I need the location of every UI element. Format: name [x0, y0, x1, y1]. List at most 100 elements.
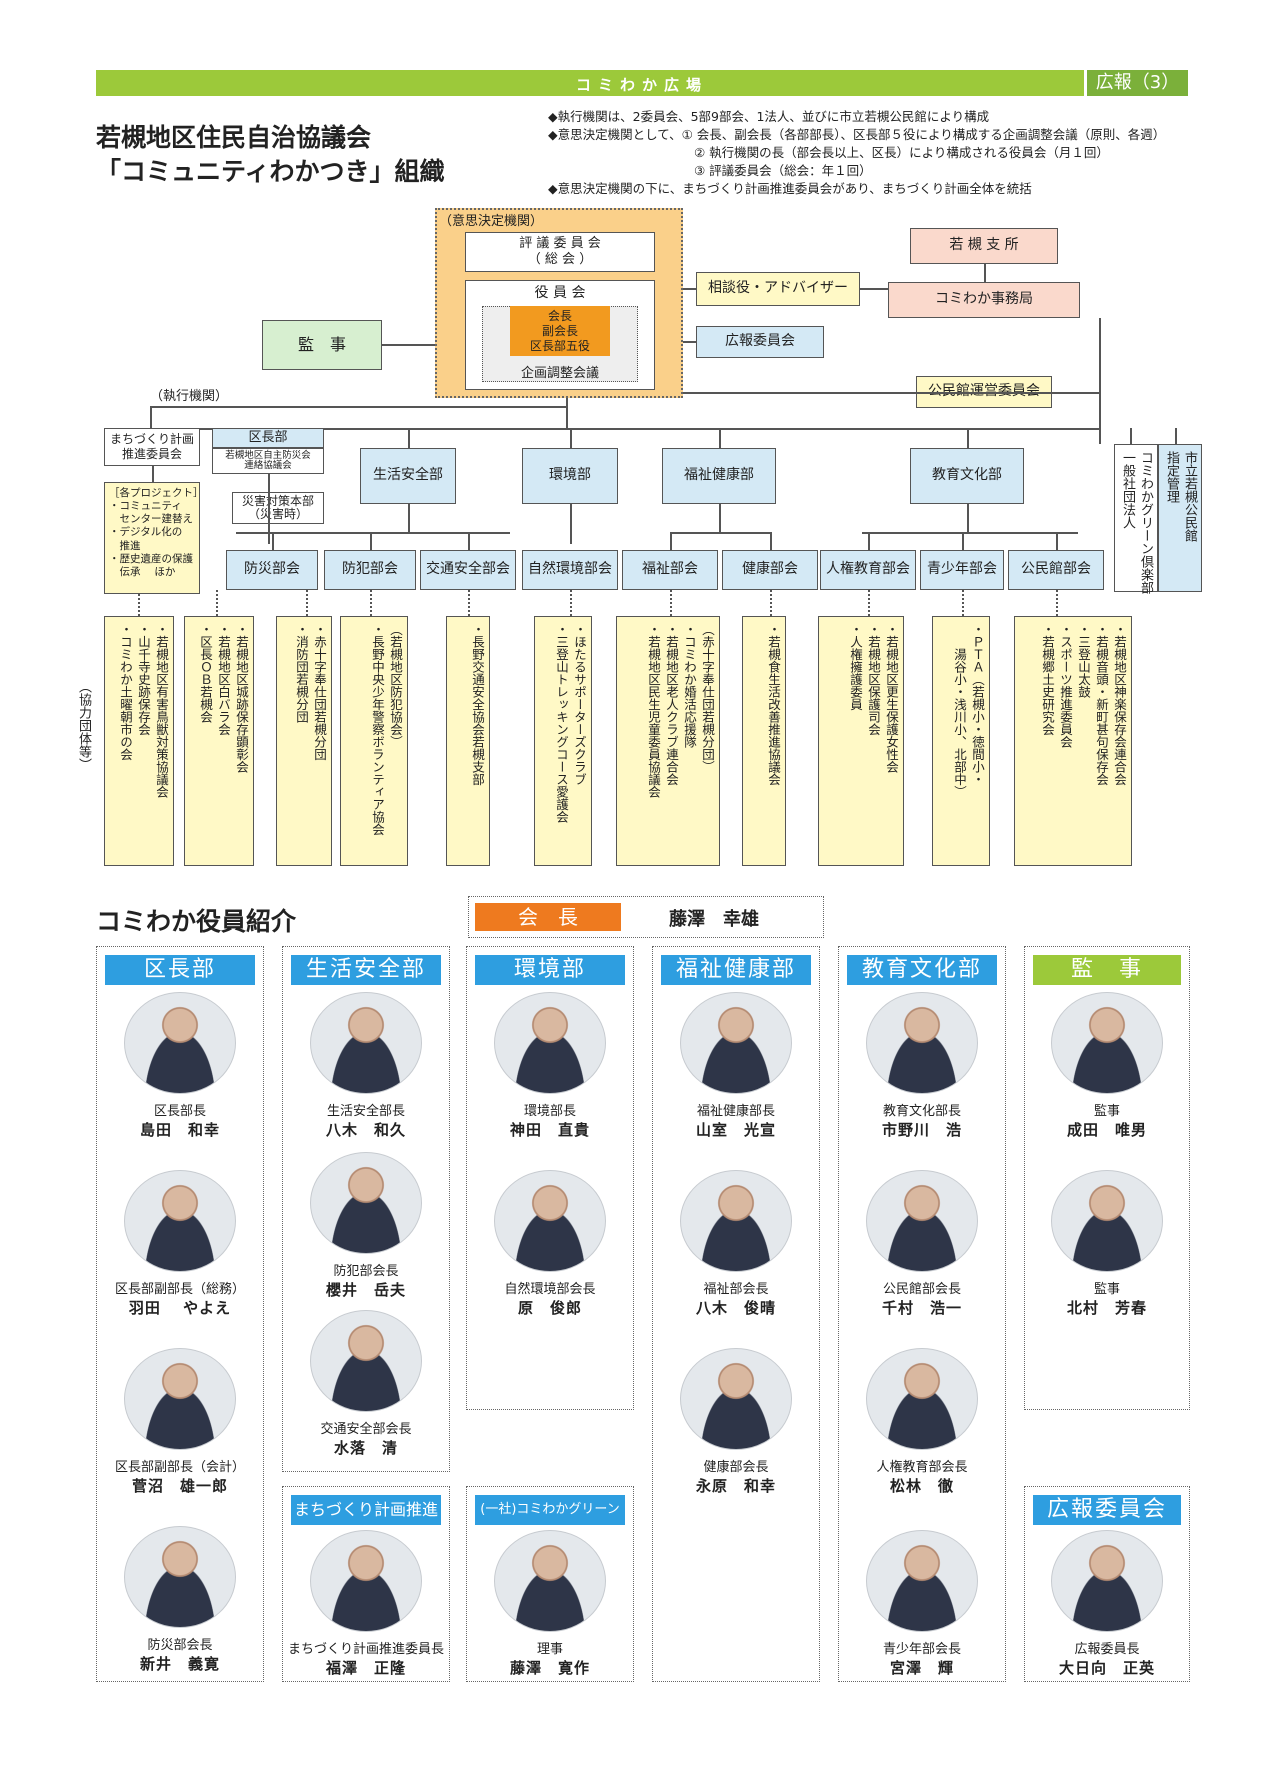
board-label: 役 員 会	[534, 285, 586, 301]
officer-role: 福祉部会長	[703, 1282, 769, 1297]
officer-card: 区長部副部長（会計）菅沼 雄一郎	[80, 1348, 280, 1496]
line-decision-down	[566, 398, 568, 428]
line-sub-a2	[408, 504, 410, 532]
line-s8	[962, 532, 964, 550]
line-s6	[770, 532, 772, 550]
header-band: コミわか広場 広報（3）	[96, 70, 1188, 96]
portrait-photo	[124, 1526, 236, 1628]
line-kominkan	[683, 392, 1099, 394]
officer-name: 福澤 正隆	[325, 1659, 406, 1677]
officer-name: 山室 光宣	[695, 1121, 776, 1139]
portrait-photo	[866, 1170, 978, 1272]
portrait-photo	[680, 992, 792, 1094]
officer-role: 広報委員長	[1074, 1642, 1140, 1657]
line-d1	[408, 428, 410, 448]
bosai-council-box: 若槻地区自主防災会 連絡協議会	[212, 448, 324, 474]
kucho-box: 区長部	[212, 428, 324, 448]
line-branch	[984, 264, 986, 282]
line-exec-h	[150, 406, 566, 408]
line-sub-a	[360, 532, 510, 534]
officer-role: 環境部長	[523, 1104, 576, 1119]
line-pr	[683, 341, 696, 343]
officer-name: 八木 和久	[325, 1121, 406, 1139]
dot-6	[570, 590, 572, 616]
officer-name: 水落 清	[333, 1439, 398, 1457]
officer-role: 交通安全部会長	[320, 1422, 412, 1437]
portrait-photo	[310, 1310, 422, 1412]
officer-name: 宮澤 輝	[889, 1659, 954, 1677]
section-kankyo: 環境部	[466, 946, 634, 1410]
officer-name: 千村 浩一	[881, 1299, 962, 1317]
line-auditor	[382, 344, 435, 346]
officer-name: 成田 唯男	[1066, 1121, 1147, 1139]
section-kucho: 区長部	[96, 946, 264, 1682]
portrait-photo	[124, 992, 236, 1094]
line-s9	[1056, 532, 1058, 550]
officer-role: 区長部副部長（総務）	[114, 1282, 245, 1297]
officer-role: 公民館部会長	[882, 1282, 961, 1297]
portrait-photo	[494, 992, 606, 1094]
officer-card: 理事藤澤 寛作	[450, 1530, 650, 1678]
line-sub-b	[570, 504, 572, 544]
officer-card: 監事北村 芳春	[1007, 1170, 1207, 1318]
section-head-green: (一社)コミわかグリーン倶楽部	[475, 1495, 625, 1547]
officer-role: 青少年部会長	[882, 1642, 961, 1657]
line-kominkan-down	[1099, 392, 1101, 444]
officer-card: 人権教育部会長松林 徹	[822, 1348, 1022, 1496]
officer-name: 神田 直貴	[509, 1121, 590, 1139]
line-sub-kucho	[236, 532, 372, 534]
section-name: コミわか広場	[575, 76, 708, 94]
disaster-box: 災害対策本部 （災害時）	[232, 492, 324, 524]
officer-card: 区長部長島田 和幸	[80, 992, 280, 1140]
dot-2	[216, 590, 218, 616]
kominkan-box: 市立若槻公民館 指定管理	[1158, 444, 1202, 592]
note-5: ◆意思決定機関の下に、まちづくり計画推進委員会があり、まちづくり計画全体を統括	[548, 181, 1032, 196]
officer-role: 教育文化部長	[882, 1104, 961, 1119]
line-machi	[152, 466, 154, 482]
officer-name: 松林 徹	[889, 1477, 954, 1495]
dept-box-1: 生活安全部	[360, 448, 456, 504]
line-office	[860, 288, 888, 290]
dot-5	[468, 590, 470, 616]
portrait-photo	[866, 1530, 978, 1632]
section-seikatsu: 生活安全部	[282, 946, 450, 1472]
section-head-koho: 広報委員会	[1033, 1495, 1181, 1525]
officer-name: 八木 俊晴	[695, 1299, 776, 1317]
sub-box-6: 健康部会	[722, 550, 818, 590]
line-d5	[1130, 428, 1132, 448]
officer-card: 防災部会長新井 義寛	[80, 1526, 280, 1674]
line-sub-d	[862, 532, 1078, 534]
section-head-seikatsu: 生活安全部	[291, 955, 441, 985]
sub-box-1: 防災部会	[226, 550, 318, 590]
sub-box-4: 自然環境部会	[522, 550, 618, 590]
section-head-machi: まちづくり計画推進委員	[291, 1495, 441, 1549]
president-name: 藤澤 幸雄	[669, 909, 759, 930]
officer-role: 防犯部会長	[333, 1264, 399, 1279]
officers-title: コミわか役員紹介	[96, 907, 297, 936]
dot-9	[868, 590, 870, 616]
dept-box-2: 環境部	[522, 448, 618, 504]
coop-box-11: ・若槻地区神楽保存会連合会 ・若槻音頭・新町甚句保存会 ・三登山太鼓 ・スポーツ…	[1014, 616, 1132, 866]
line-s7	[868, 532, 870, 550]
officer-name: 北村 芳春	[1066, 1299, 1147, 1317]
portrait-photo	[310, 1152, 422, 1254]
decision-label: （意思決定機関）	[439, 214, 544, 229]
coop-box-3: ・赤十字奉仕団若槻分団 ・消防団若槻分団	[276, 616, 332, 866]
officer-role: 監事	[1093, 1104, 1120, 1119]
officer-card: 青少年部会長宮澤 輝	[822, 1530, 1022, 1678]
projects-box: ［各プロジェクト］ ・コミュニティ センター建替え ・デジタル化の 推進 ・歴史…	[104, 482, 204, 594]
line-sub-c	[670, 532, 770, 534]
line-advisor	[683, 288, 696, 290]
portrait-photo	[866, 1348, 978, 1450]
line-d6	[1175, 428, 1177, 444]
sub-box-5: 福祉部会	[622, 550, 718, 590]
exec-label: （執行機関）	[150, 389, 229, 404]
portrait-photo	[494, 1530, 606, 1632]
line-kucho	[268, 474, 270, 544]
portrait-photo	[1051, 1530, 1163, 1632]
note-1: ◆執行機関は、2委員会、5部9部会、1法人、並びに市立若槻公民館により構成	[548, 109, 990, 124]
line-s2	[370, 532, 372, 550]
portrait-photo	[1051, 1170, 1163, 1272]
officer-card: 生活安全部長八木 和久	[266, 992, 466, 1140]
green-club-box: コミわかグリーン倶楽部 一般社団法人	[1114, 444, 1158, 594]
